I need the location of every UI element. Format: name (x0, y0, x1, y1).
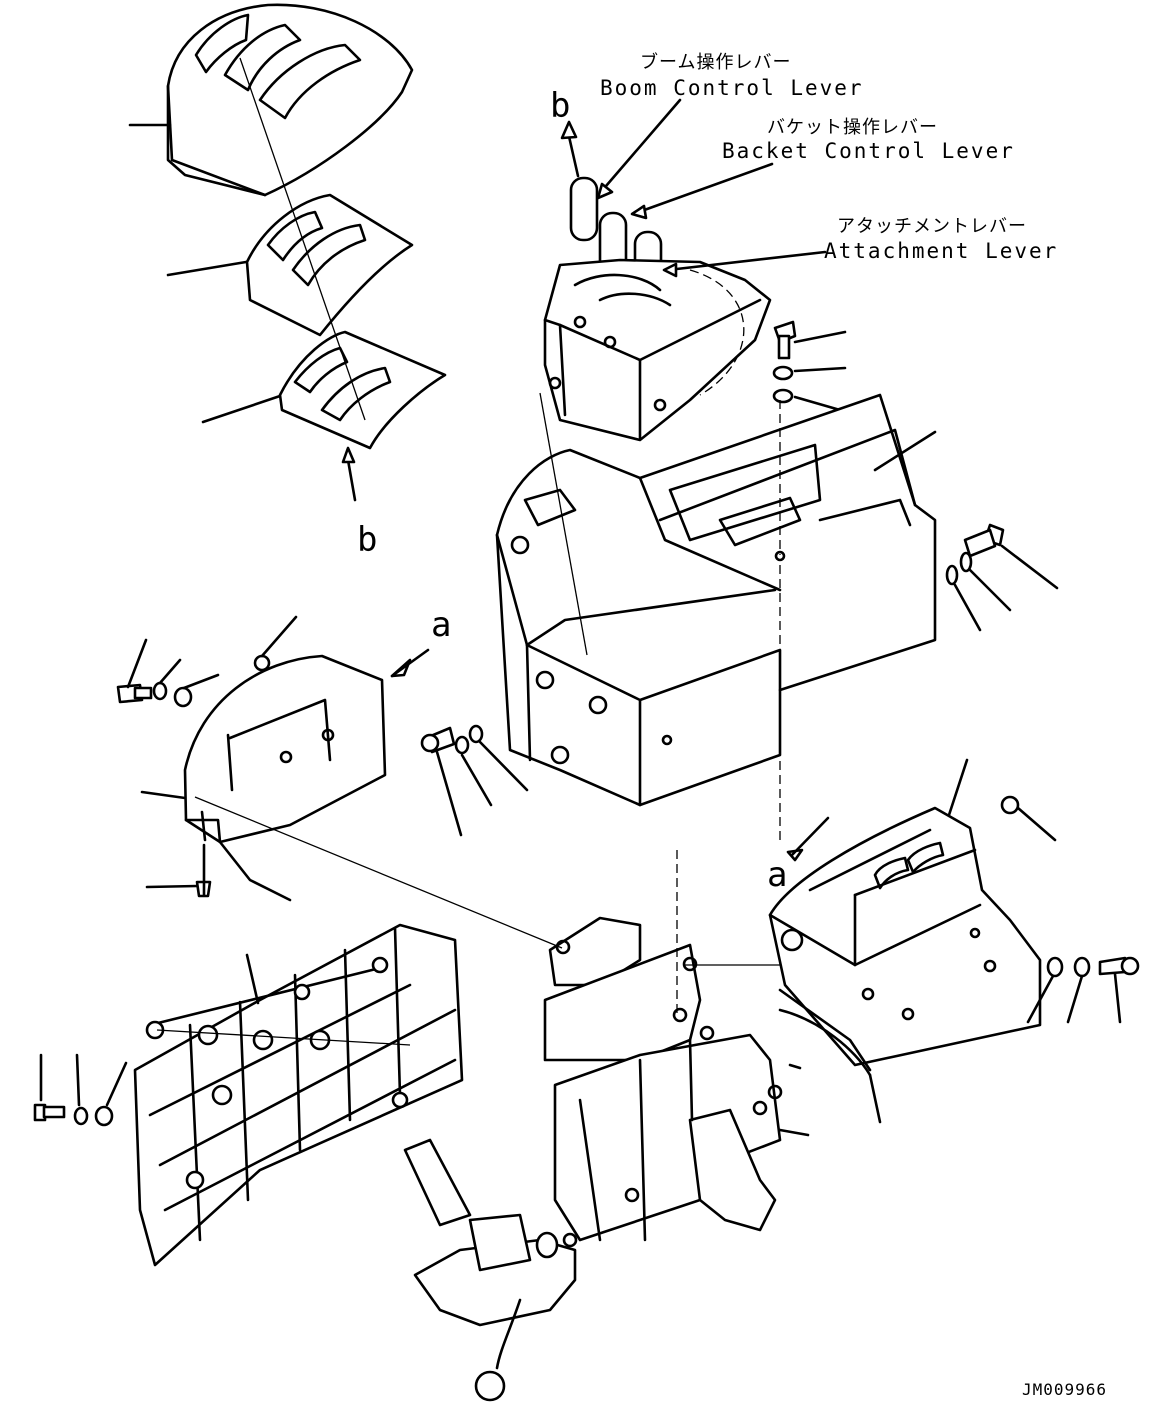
alignment-line-lever (539, 392, 588, 656)
alignment-line-left-bracket (194, 796, 563, 949)
leader-bucket-lever (634, 162, 774, 215)
alignment-line-b (239, 57, 366, 421)
main-console-box (495, 393, 937, 807)
console-left-bolt-set (420, 724, 529, 837)
arrow-b-lower (346, 458, 357, 502)
lower-cover-plate (201, 330, 447, 450)
right-side-cover (768, 758, 1042, 1124)
control-lever-assembly (543, 176, 772, 442)
right-cover-bolt-set (1000, 795, 1140, 1024)
top-bolt-set (772, 320, 847, 412)
boom-lever-label-jp: ブーム操作レバー (640, 52, 792, 73)
view-marker-b-left: b (357, 520, 378, 560)
base-frame (403, 916, 810, 1402)
arrow-b-top (566, 130, 580, 178)
attachment-lever-label-jp: アタッチメントレバー (837, 216, 1027, 237)
drawing-code: JM009966 (1022, 1380, 1108, 1399)
left-side-bracket (140, 654, 387, 902)
middle-cover-plate (166, 193, 414, 337)
bucket-lever-label-jp: バケット操作レバー (767, 117, 938, 138)
view-marker-a-left: a (431, 605, 452, 645)
leader-attachment-lever (666, 250, 827, 272)
console-right-bolt-set (945, 523, 1059, 632)
floor-plate (133, 923, 464, 1267)
floor-plate-bolt-set (33, 1053, 128, 1127)
upper-lever-cover (128, 3, 414, 197)
view-marker-a-right: a (767, 855, 788, 895)
view-marker-b-top: b (550, 86, 571, 126)
left-bracket-bolt-set (116, 615, 298, 898)
boom-lever-label-en: Boom Control Lever (600, 76, 864, 100)
leader-boom-lever (598, 98, 682, 195)
bucket-lever-label-en: Backet Control Lever (722, 139, 1015, 163)
alignment-line-floor-plate (156, 1029, 411, 1046)
attachment-lever-label-en: Attachment Lever (824, 239, 1059, 263)
